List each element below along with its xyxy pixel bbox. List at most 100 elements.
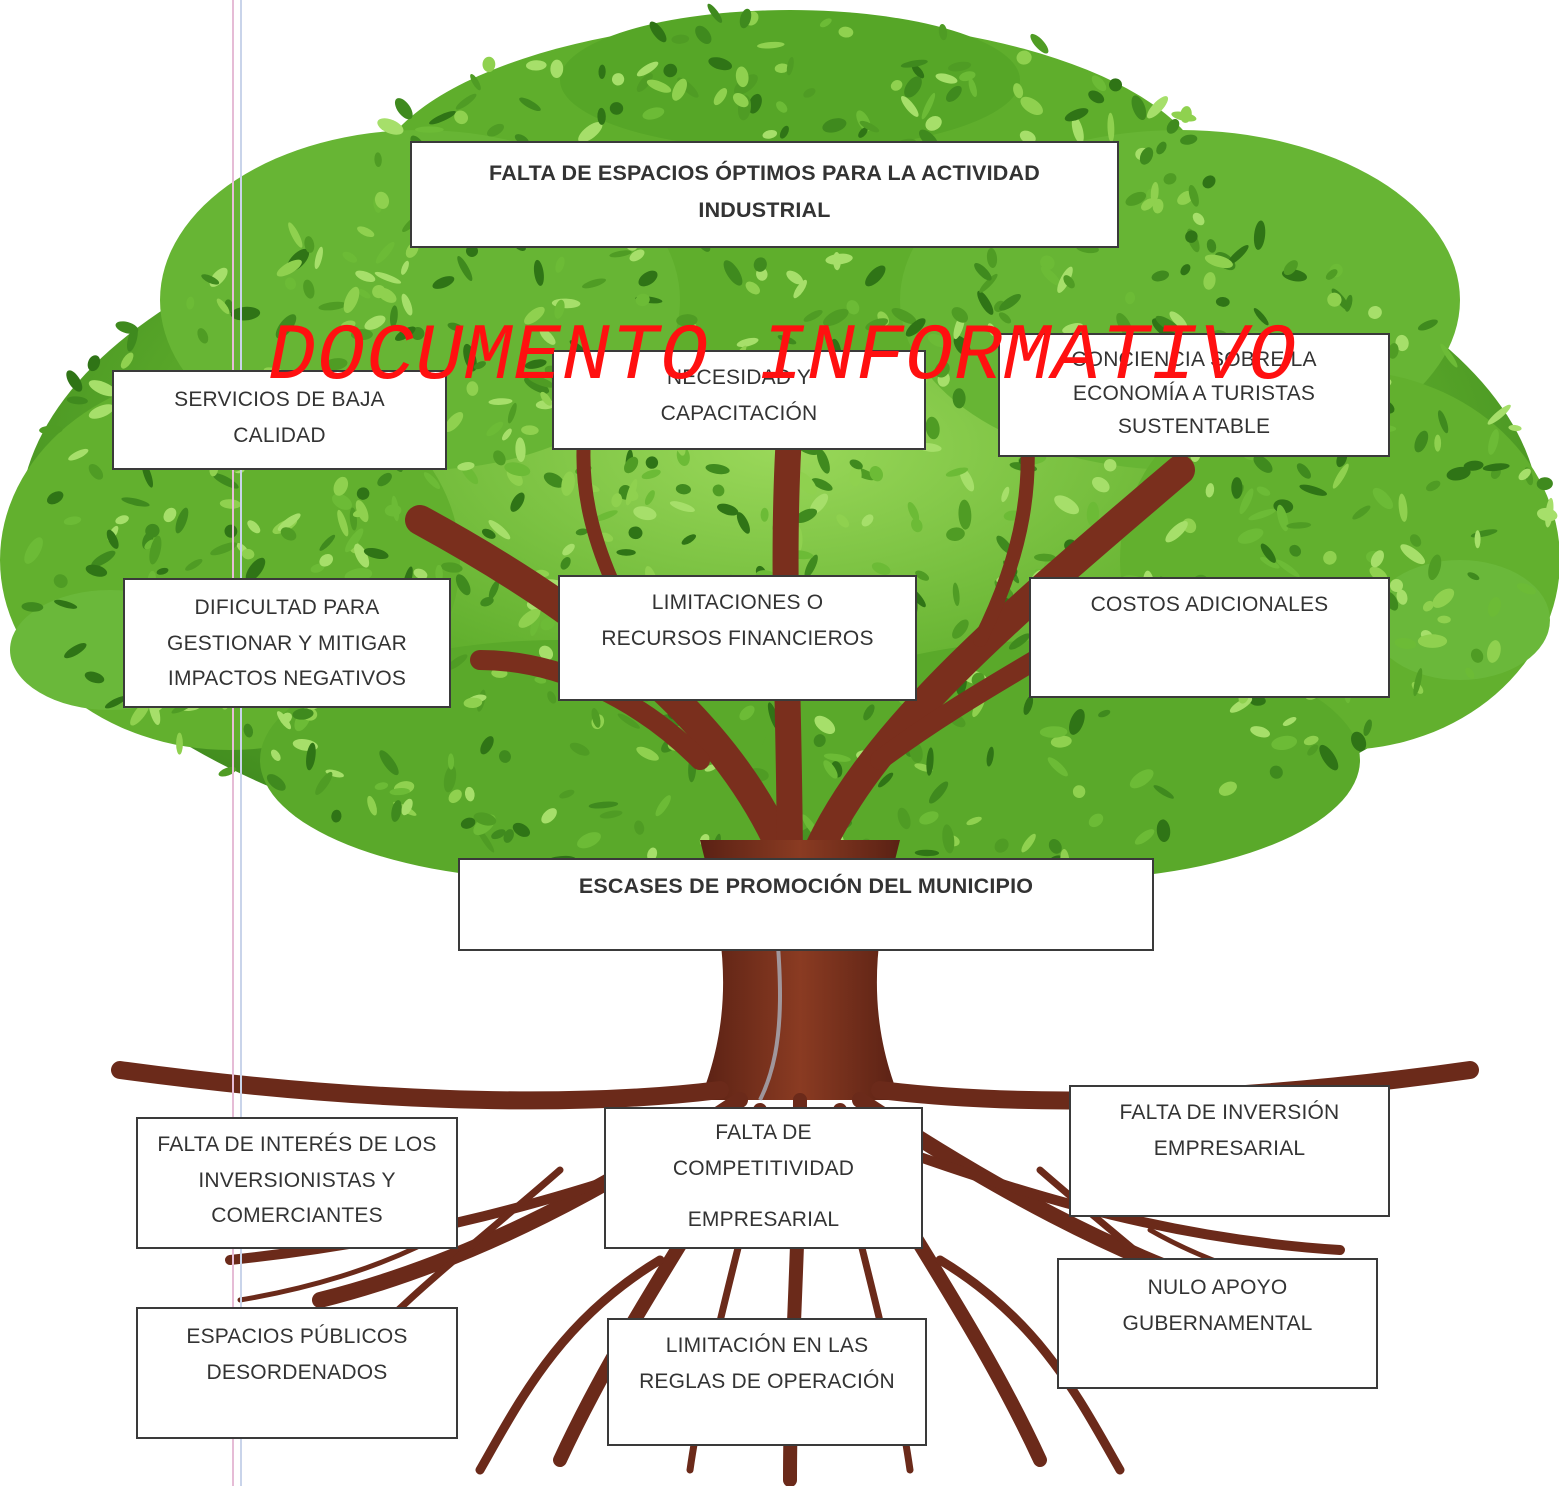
leaf-shape (276, 259, 302, 277)
leaf-shape (24, 537, 43, 564)
leaf-shape (748, 93, 762, 114)
leaf-shape (1434, 434, 1442, 452)
leaf-shape (518, 608, 541, 628)
box-text-line: INVERSIONISTAS Y (198, 1168, 396, 1192)
leaf-shape (53, 574, 68, 588)
leaf-shape (115, 515, 129, 525)
leaf-shape (432, 276, 455, 289)
leaf-shape (819, 18, 832, 28)
leaf-shape (823, 760, 838, 779)
leaf-shape (1088, 90, 1105, 104)
cause-box-apoyo: NULO APOYO GUBERNAMENTAL (1057, 1258, 1378, 1389)
leaf-shape (777, 335, 797, 345)
leaf-shape (120, 352, 134, 369)
leaf-shape (681, 534, 696, 545)
leaf-shape (1413, 668, 1423, 697)
leaf-shape (464, 786, 475, 802)
leaf-shape (708, 57, 733, 71)
leaf-shape (88, 463, 104, 480)
leaf-shape (636, 61, 659, 77)
leaf-shape (878, 772, 894, 788)
leaf-shape (569, 742, 590, 756)
leaf-shape (1432, 588, 1455, 608)
leaf-shape (389, 305, 398, 328)
leaf-shape (342, 251, 358, 263)
leaf-shape (753, 257, 767, 272)
leaf-shape (921, 92, 936, 120)
leaf-shape (1231, 477, 1243, 499)
leaf-shape (1092, 477, 1110, 493)
leaf-shape (859, 120, 880, 133)
leaf-shape (543, 472, 564, 488)
leaf-shape (739, 705, 755, 721)
leaf-shape (986, 746, 994, 767)
leaf-shape (91, 550, 116, 568)
box-text-line: NECESIDAD Y (666, 366, 812, 389)
leaf-shape (245, 557, 266, 582)
leaf-shape (1276, 504, 1289, 532)
leaf-shape (952, 388, 966, 409)
leaf-shape (292, 708, 314, 720)
leaf-shape (774, 63, 790, 73)
cause-box-reglas: LIMITACIÓN EN LAS REGLAS DE OPERACIÓN (607, 1318, 927, 1446)
box-text-line: GESTIONAR Y MITIGAR (167, 631, 407, 655)
leaf-shape (54, 599, 78, 609)
leaf-shape (676, 314, 698, 327)
leaf-shape (1253, 308, 1269, 326)
leaf-shape (861, 514, 874, 527)
leaf-shape (1134, 829, 1155, 845)
leaf-shape (440, 562, 463, 573)
leaf-shape (987, 323, 997, 337)
leaf-shape (447, 322, 464, 332)
central-problem-box: ESCASES DE PROMOCIÓN DEL MUNICIPIO (458, 858, 1154, 951)
leaf-shape (355, 270, 376, 283)
leaf-shape (354, 543, 370, 568)
leaf-shape (611, 493, 623, 508)
leaf-shape (350, 329, 373, 341)
leaf-shape (794, 471, 817, 495)
leaf-shape (486, 421, 504, 437)
effect-box-limitaciones: LIMITACIONES O RECURSOS FINANCIEROS (558, 575, 917, 701)
box-text-line: IMPACTOS NEGATIVOS (167, 667, 407, 691)
leaf-shape (1327, 292, 1342, 307)
leaf-shape (935, 73, 958, 84)
leaf-shape (582, 278, 606, 289)
leaf-shape (624, 456, 639, 474)
leaf-shape (488, 520, 511, 540)
leaf-shape (945, 467, 969, 477)
leaf-shape (1299, 484, 1328, 496)
leaf-shape (503, 829, 514, 843)
leaf-shape (919, 811, 939, 825)
leaf-shape (655, 795, 671, 817)
leaf-shape (539, 328, 556, 345)
leaf-shape (849, 459, 863, 470)
leaf-shape (739, 8, 752, 29)
leaf-shape (1204, 254, 1233, 269)
leaf-shape (374, 191, 390, 209)
leaf-shape (803, 309, 823, 322)
leaf-shape (994, 838, 1009, 853)
leaf-shape (904, 76, 922, 98)
leaf-shape (304, 236, 315, 253)
leaf-shape (1437, 615, 1451, 624)
leaf-shape (534, 676, 547, 684)
leaf-shape (488, 580, 499, 600)
leaf-shape (357, 289, 371, 299)
leaf-shape (356, 487, 370, 500)
leaf-shape (629, 249, 645, 262)
leaf-shape (1282, 716, 1297, 727)
leaf-shape (925, 416, 940, 440)
leaf-shape (1156, 819, 1171, 842)
leaf-shape (1040, 255, 1055, 270)
leaf-shape (1283, 260, 1298, 276)
leaf-shape (1351, 731, 1367, 752)
leaf-shape (1064, 108, 1089, 122)
leaf-shape (1086, 501, 1100, 527)
leaf-shape (423, 472, 441, 490)
leaf-shape (455, 574, 471, 596)
leaf-shape (84, 671, 105, 684)
leaf-shape (998, 312, 1012, 324)
cause-box-competitividad: FALTA DE COMPETITIVIDAD EMPRESARIAL (604, 1107, 923, 1249)
leaf-shape (757, 41, 785, 49)
